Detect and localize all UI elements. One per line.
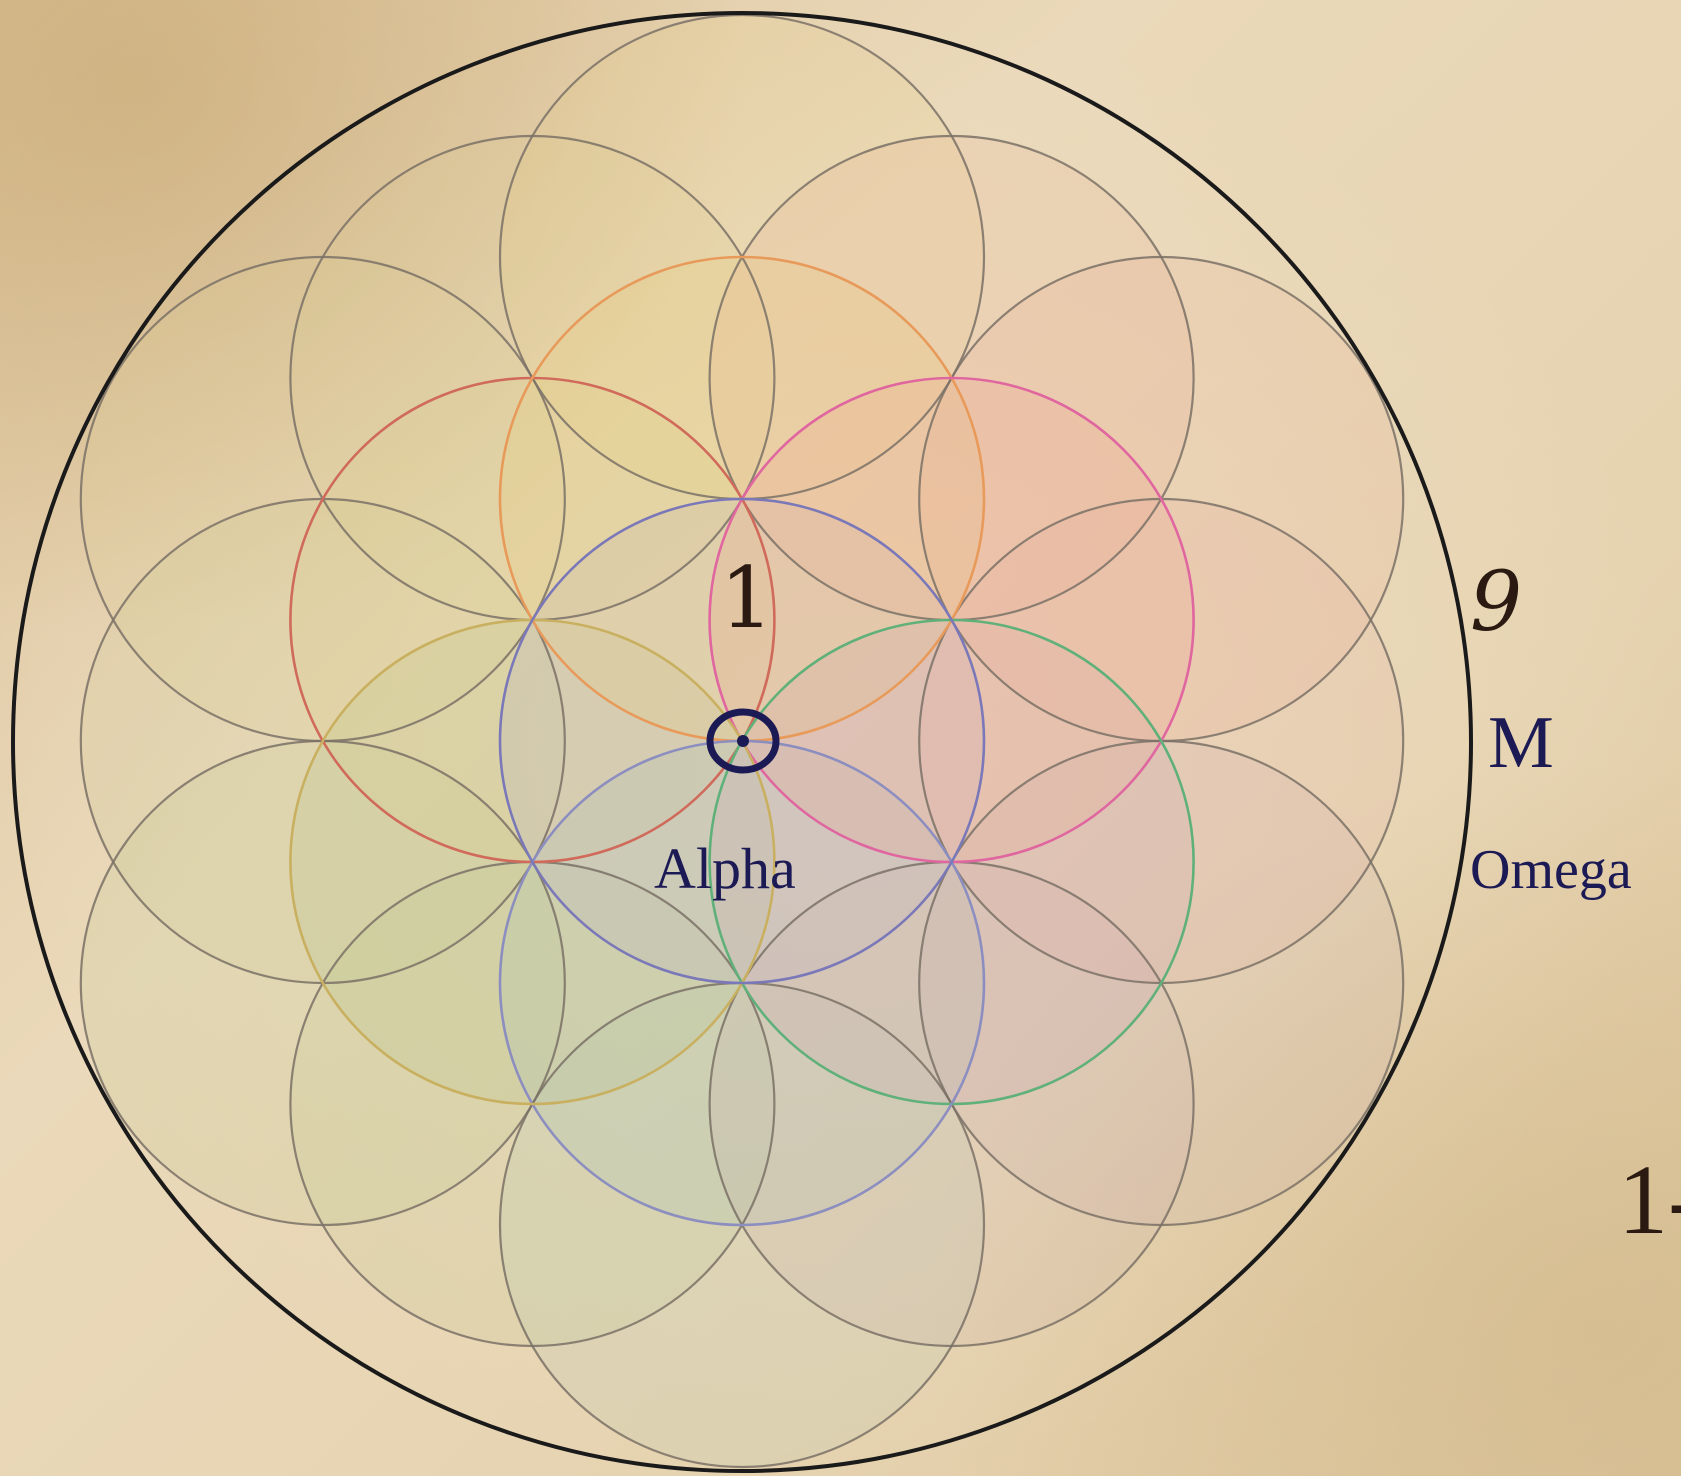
label-alpha: Alpha (654, 840, 796, 898)
label-one: 1 (720, 556, 773, 640)
label-nine: 9 (1470, 562, 1522, 644)
label-one-dash: 1- (1618, 1150, 1681, 1250)
label-omega: Omega (1470, 842, 1632, 898)
center-dot (737, 735, 749, 747)
label-m: M (1488, 706, 1554, 780)
